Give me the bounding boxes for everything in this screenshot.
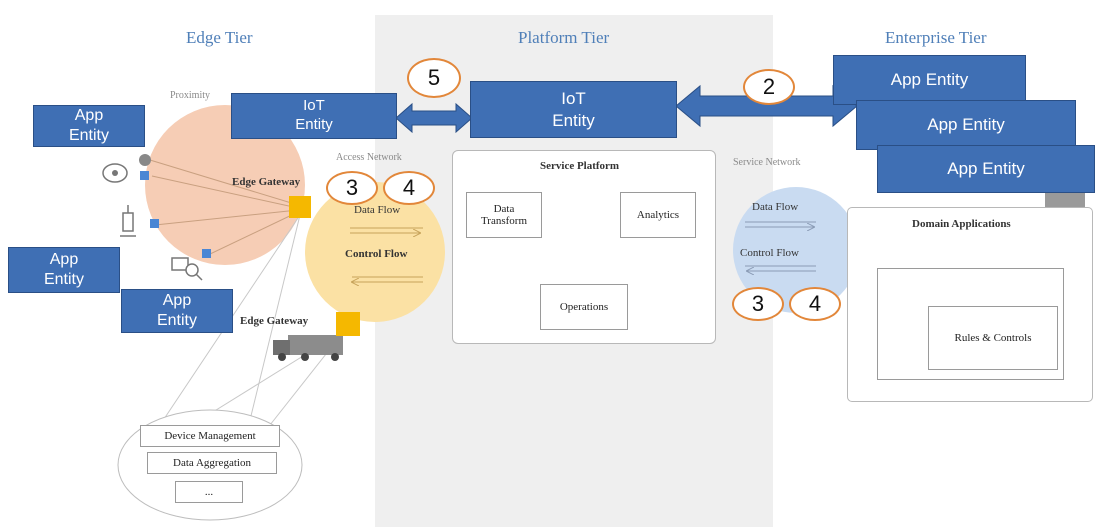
badge-3-access: 3 — [326, 171, 378, 205]
badge-5: 5 — [407, 58, 461, 98]
enterprise-tier-title: Enterprise Tier — [885, 28, 987, 47]
edge-gateway-2-label: Edge Gateway — [240, 315, 309, 327]
device-marker-2 — [150, 219, 159, 228]
domain-applications-title: Domain Applications — [912, 218, 1011, 230]
access-network-zone — [305, 182, 445, 322]
access-control-flow-label: Control Flow — [345, 248, 408, 260]
service-data-flow-arrow — [745, 221, 816, 227]
device-management-label: Device Management — [164, 430, 256, 442]
device-marker-1 — [140, 171, 149, 180]
device-management-box: Device Management — [140, 425, 280, 447]
iot-entity-platform: IoT Entity — [470, 81, 677, 138]
device-link-1 — [151, 175, 299, 209]
device-marker-3 — [202, 249, 211, 258]
app-entity-left-mid: App Entity — [8, 247, 120, 293]
device-link-2 — [154, 209, 299, 226]
service-network-zone — [733, 187, 859, 313]
badge-2: 2 — [743, 69, 795, 105]
rules-controls-box: Rules & Controls — [928, 306, 1058, 370]
analytics-box: Analytics — [620, 192, 696, 238]
gateway-link-2 — [249, 214, 301, 421]
proximity-zone — [145, 105, 305, 265]
device-link-4 — [149, 159, 299, 206]
app-entity-enterprise-2-label: App Entity — [927, 115, 1005, 135]
service-platform-title: Service Platform — [540, 160, 620, 172]
more-functions-label: ... — [204, 486, 214, 498]
edge-gateway-2-icon — [336, 312, 360, 336]
edge-gateway-1-label: Edge Gateway — [232, 176, 301, 188]
more-functions-box: ... — [175, 481, 243, 503]
app-entity-left-mid-label: App Entity — [43, 251, 84, 288]
service-control-flow-label: Control Flow — [740, 247, 799, 259]
iot-double-arrow — [395, 102, 473, 134]
app-entity-enterprise-1: App Entity — [833, 55, 1026, 105]
access-data-flow-label: Data Flow — [354, 204, 401, 216]
app-entity-enterprise-3: App Entity — [877, 145, 1095, 193]
app-entity-enterprise-3-label: App Entity — [947, 159, 1025, 179]
operations-box: Operations — [540, 284, 628, 330]
service-data-flow-label: Data Flow — [752, 201, 799, 213]
camera-device-icon — [102, 154, 151, 183]
analytics-label: Analytics — [636, 209, 680, 221]
app-entity-left-top-label: App Entity — [68, 107, 109, 144]
app-entity-left-bottom-label: App Entity — [156, 292, 197, 329]
badge-3-service: 3 — [732, 287, 784, 321]
data-aggregation-box: Data Aggregation — [147, 452, 277, 474]
edge-tier-title: Edge Tier — [186, 28, 253, 47]
app-entity-left-bottom: App Entity — [121, 289, 233, 333]
iot-entity-edge-label: IoT Entity — [295, 97, 333, 133]
data-transform-label: Data Transform — [480, 203, 528, 227]
rules-controls-label: Rules & Controls — [954, 332, 1032, 344]
app-entity-left-top: App Entity — [33, 105, 145, 147]
app-entity-enterprise-2: App Entity — [856, 100, 1076, 150]
badge-4-service: 4 — [789, 287, 841, 321]
iot-entity-platform-label: IoT Entity — [552, 89, 595, 130]
data-aggregation-label: Data Aggregation — [173, 457, 251, 469]
rules-panel-outer — [877, 268, 1064, 380]
access-data-flow-arrow — [350, 227, 423, 233]
badge-4-access: 4 — [383, 171, 435, 205]
operations-label: Operations — [559, 301, 609, 313]
service-network-label: Service Network — [733, 157, 801, 168]
data-transform-box: Data Transform — [466, 192, 542, 238]
proximity-label: Proximity — [170, 90, 211, 101]
service-control-flow-arrow — [745, 265, 816, 271]
iot-entity-edge: IoT Entity — [231, 93, 397, 139]
edge-gateway-1-icon — [289, 196, 311, 218]
device-link-3 — [207, 211, 299, 256]
app-entity-enterprise-1-label: App Entity — [890, 70, 969, 90]
platform-tier-title: Platform Tier — [518, 28, 610, 47]
access-control-flow-arrow — [352, 276, 423, 282]
truck-icon — [273, 335, 343, 361]
monitor-device-icon — [171, 257, 203, 281]
sensor-device-icon — [120, 205, 136, 237]
access-network-label: Access Network — [336, 152, 402, 163]
